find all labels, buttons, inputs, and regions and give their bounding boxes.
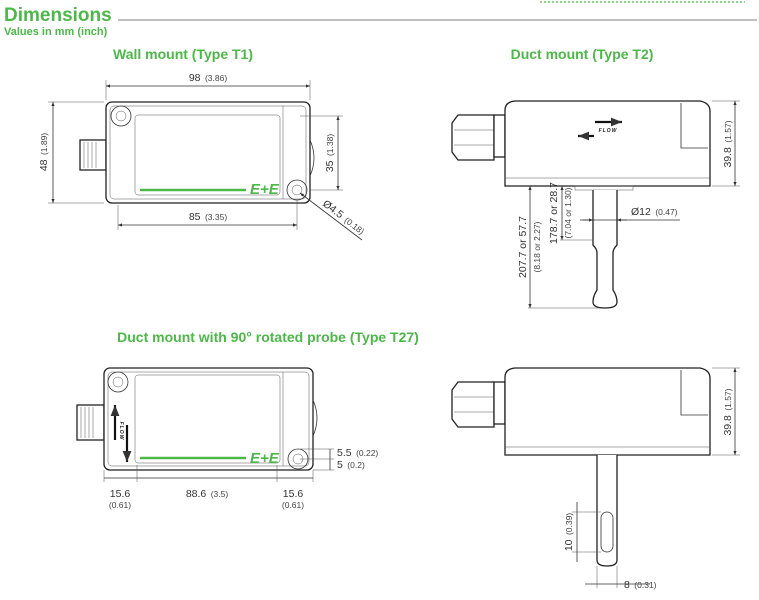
t27-height-label: 39.8 [722,415,734,436]
svg-text:35 (1.38): 35 (1.38) [320,134,337,173]
page-title: Dimensions [4,5,112,26]
t27-offset2-label: 5 [337,459,343,471]
t2-probe-total-label: 207.7 or 57.7 [517,216,529,278]
svg-text:5.5 (0.22): 5.5 (0.22) [337,443,378,460]
t1-title: Wall mount (Type T1) [113,46,253,62]
t27-offset1-label: 5.5 [337,447,352,459]
svg-text:88.6 (3.5): 88.6 (3.5) [186,484,229,501]
t2-height-in-label: (1.57) [723,120,733,142]
svg-text:39.8 (1.57): 39.8 (1.57) [718,120,735,167]
t27-left-label: 15.6 [110,488,131,500]
t1-height-in-label: (1.89) [39,133,49,155]
svg-text:98 (3.86): 98 (3.86) [189,68,228,85]
t1-height-label: 48 [38,159,50,171]
t2-probe-len-label: 178.7 or 28.7 [548,182,560,244]
t2-probe-total-in-label: (8.18 or 2.27) [532,221,542,272]
ee-logo: E+E [250,450,280,467]
svg-text:Ø12 (0.47): Ø12 (0.47) [631,202,678,219]
t1-hole-dia-in-label: (0.18) [343,215,367,236]
t2-probe-len-in-label: (7.04 or 1.30) [563,187,573,238]
t27-middle-in-label: (3.5) [211,489,229,499]
screw-icon [110,105,132,127]
t1-hole-spacing-h-label: 85 [189,211,201,223]
t1-hole-spacing-v-label: 35 [324,160,336,172]
t27-slot-label: 10 [563,539,575,551]
t27-front-view: FLOW E+E [76,367,318,471]
page-subtitle: Values in mm (inch) [4,26,108,38]
svg-text:39.8 (1.57): 39.8 (1.57) [718,388,735,435]
t27-flow-label: FLOW [118,422,124,441]
t2-probe-dia-label: Ø12 [631,206,651,218]
svg-text:Ø4.5 (0.18): Ø4.5 (0.18) [320,195,370,238]
t27-slot-in-label: (0.39) [564,513,574,535]
t1-hole-spacing-h-in-label: (3.35) [205,212,227,222]
svg-text:5 (0.2): 5 (0.2) [337,455,365,472]
t1-front-view: E+E [79,101,315,204]
t1-width-label: 98 [189,72,201,84]
t27-probe-w-label: 8 [624,579,630,591]
t2-dimensions: 39.8 (1.57) 207.7 or 57.7 (8.18 or 2.27)… [517,100,740,309]
t27-right-label: 15.6 [283,488,304,500]
t27-dimensions: 15.6 (0.61) 88.6 (3.5) 15.6 (0.61) 5.5 (… [103,443,378,510]
t2-flow-label: FLOW [599,128,618,134]
t27-probe-w-in-label: (0.31) [634,580,656,590]
svg-text:10 (0.39): 10 (0.39) [559,513,576,552]
t27-right-in-label: (0.61) [282,500,304,510]
svg-text:8 (0.31): 8 (0.31) [624,575,657,592]
t2-height-label: 39.8 [722,147,734,168]
svg-text:48 (1.89): 48 (1.89) [34,133,51,172]
screw-icon [107,371,129,393]
svg-text:85 (3.35): 85 (3.35) [189,207,228,224]
t1-hole-spacing-v-in-label: (1.38) [325,134,335,156]
t27-title: Duct mount with 90° rotated probe (Type … [117,329,419,345]
t2-title: Duct mount (Type T2) [511,46,654,62]
t27-offset2-in-label: (0.2) [347,460,365,470]
t27-side-view [451,367,711,567]
t27-offset1-in-label: (0.22) [356,448,378,458]
t2-side-view: FLOW [451,100,711,309]
t2-probe-dia-in-label: (0.47) [655,207,677,217]
t27-side-dimensions: 39.8 (1.57) 10 (0.39) 8 (0.31) [559,367,740,592]
t27-height-in-label: (1.57) [723,388,733,410]
t1-width-in-label: (3.86) [205,73,227,83]
ee-logo: E+E [250,181,280,198]
t27-middle-label: 88.6 [186,488,207,500]
t27-left-in-label: (0.61) [109,500,131,510]
